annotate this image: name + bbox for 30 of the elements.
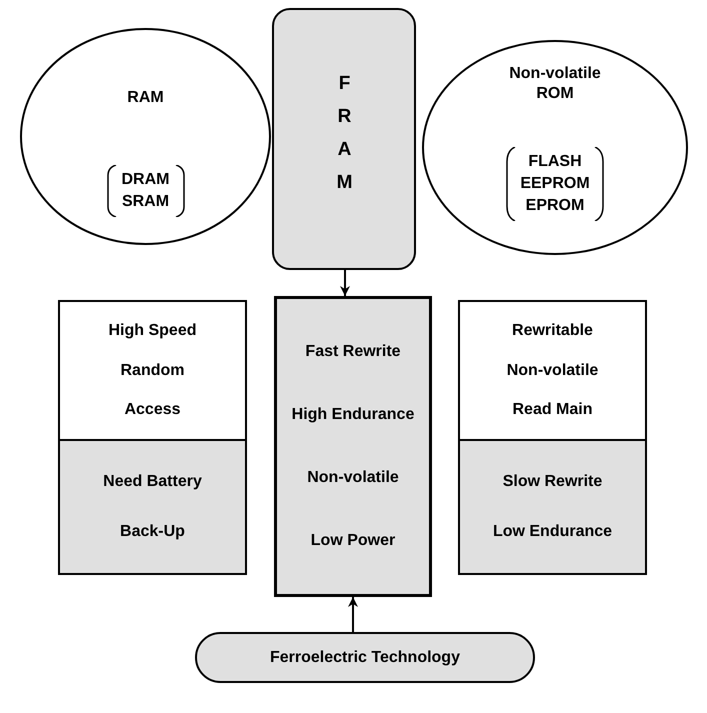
ellipse: [422, 40, 688, 255]
process-box: [272, 8, 416, 270]
property-text: Back-Up: [120, 522, 185, 542]
memory-label: DRAM SRAM: [120, 170, 170, 212]
property-text: Rewritable: [512, 321, 593, 342]
property-text: High Endurance: [292, 405, 414, 425]
process-box: [274, 296, 432, 597]
memory-label: FLASH EEPROM EPROM: [520, 152, 590, 216]
memory-label: Non-volatile ROM: [508, 64, 602, 104]
arrow: [348, 597, 358, 632]
drawback-box: [58, 439, 247, 575]
property-text: Low Power: [310, 531, 396, 551]
property-text: Low Endurance: [492, 522, 612, 542]
property-text: Slow Rewrite: [502, 472, 602, 492]
property-text: Access: [124, 400, 181, 420]
feature-box: [458, 300, 647, 441]
technology-label: Ferroelectric Technology: [270, 648, 460, 668]
property-text: Non-volatile: [307, 468, 399, 488]
feature-box: [58, 300, 247, 441]
property-text: Need Battery: [103, 472, 202, 492]
property-text: Fast Rewrite: [305, 342, 401, 362]
memory-label: FRAM: [334, 73, 354, 205]
terminal-pill: [195, 632, 535, 683]
property-text: Random: [120, 360, 184, 380]
arrow: [340, 270, 350, 296]
memory-label: RAM: [126, 88, 165, 108]
property-text: High Speed: [108, 321, 196, 342]
property-text: Read Main: [512, 400, 592, 420]
property-text: Non-volatile: [506, 360, 598, 380]
drawback-box: [458, 439, 647, 575]
